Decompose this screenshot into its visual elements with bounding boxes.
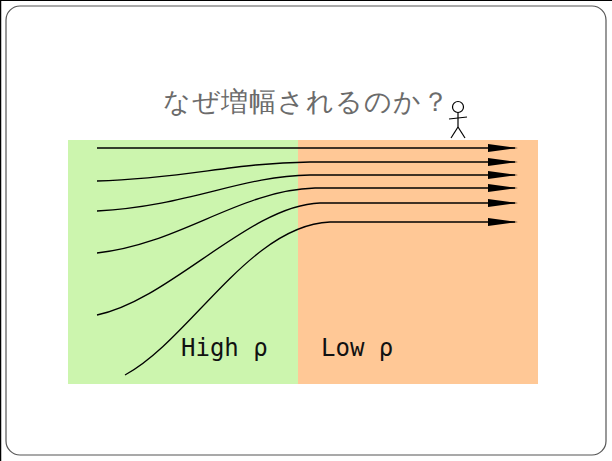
region-label: Low ρ xyxy=(318,334,396,362)
region-label: High ρ xyxy=(178,334,271,362)
density-region: High ρ xyxy=(68,140,298,384)
density-region: Low ρ xyxy=(298,140,538,384)
stick-figure xyxy=(449,102,467,139)
slide-title: なぜ増幅されるのか？ xyxy=(0,84,612,120)
